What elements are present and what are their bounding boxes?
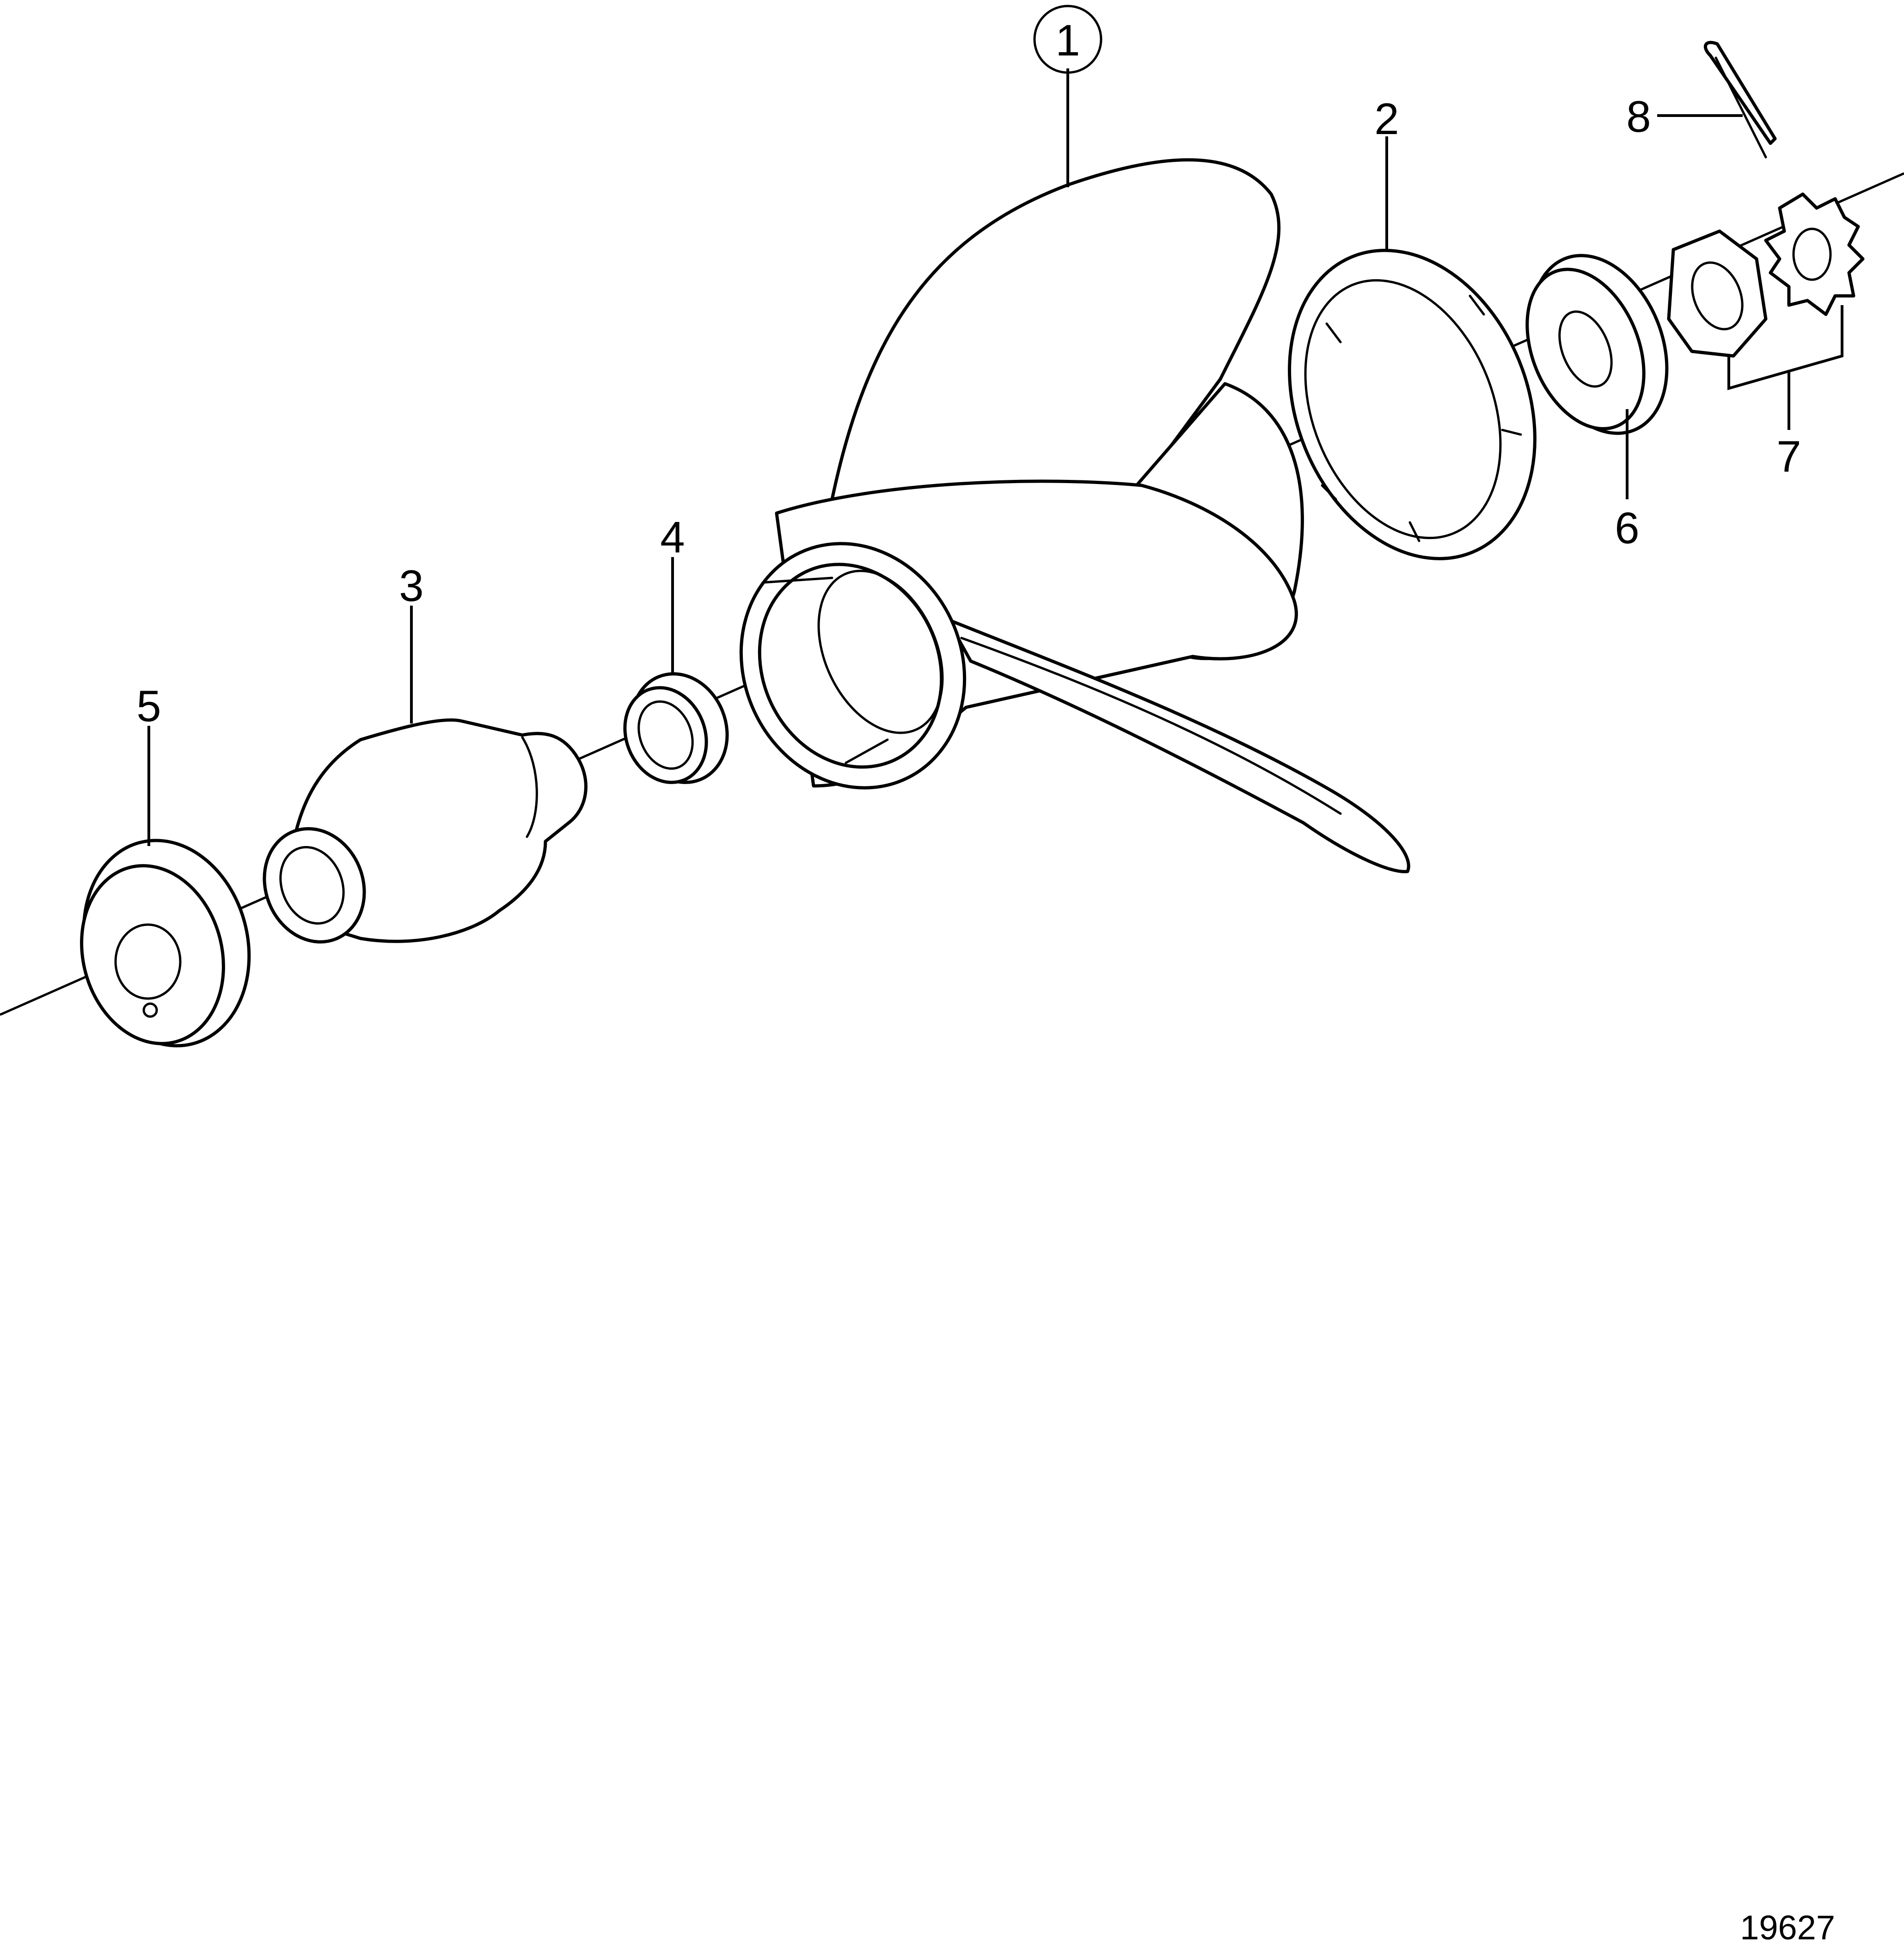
figure-reference-number: 19627 bbox=[1740, 1908, 1835, 1947]
part-bushing bbox=[623, 672, 729, 784]
propeller-hub-rib-upper bbox=[761, 576, 833, 584]
thrust-ring-notches bbox=[1321, 294, 1522, 542]
end-cap-hole bbox=[142, 1002, 158, 1018]
callout-8: 8 bbox=[1626, 92, 1651, 141]
washer-face bbox=[1525, 268, 1646, 430]
propeller-lower-blade-edge bbox=[960, 637, 1342, 815]
propeller-hub-rib-lower bbox=[845, 738, 889, 764]
nut-lock-center bbox=[1792, 227, 1832, 281]
nut-lock-star bbox=[1764, 192, 1865, 316]
callout-7: 7 bbox=[1776, 432, 1801, 481]
part-hub-sleeve bbox=[263, 718, 588, 944]
part-washer bbox=[1525, 254, 1669, 435]
propeller-lower-blade bbox=[946, 618, 1410, 873]
callout-6: 6 bbox=[1615, 503, 1639, 553]
cotter-pin-leg bbox=[1714, 56, 1767, 159]
propeller-hub-bore bbox=[817, 570, 944, 734]
end-cap-face bbox=[80, 864, 225, 1045]
washer-bore bbox=[1558, 310, 1613, 388]
callout-2: 2 bbox=[1374, 94, 1399, 144]
propeller-nut-thread bbox=[1691, 261, 1744, 331]
bushing-face bbox=[623, 686, 708, 784]
hub-sleeve-bore bbox=[279, 846, 345, 925]
bushing-bore bbox=[637, 700, 694, 770]
nut-lock-bracket bbox=[1727, 305, 1843, 430]
part-propeller bbox=[739, 158, 1410, 873]
callout-1: 1 bbox=[1055, 16, 1080, 65]
cotter-pin bbox=[1703, 41, 1777, 145]
callout-4: 4 bbox=[660, 513, 685, 562]
callout-3: 3 bbox=[399, 561, 423, 611]
end-cap-bore bbox=[114, 923, 182, 1000]
part-thrust-ring bbox=[1288, 249, 1537, 560]
part-end-cap bbox=[80, 839, 251, 1048]
thrust-ring-outer bbox=[1288, 249, 1537, 560]
propeller-nut bbox=[1667, 229, 1768, 358]
part-nut-and-lock bbox=[1667, 192, 1865, 430]
thrust-ring-inner bbox=[1304, 279, 1502, 540]
hub-sleeve-step bbox=[521, 736, 538, 838]
hub-sleeve-body bbox=[294, 718, 588, 943]
callout-5: 5 bbox=[136, 681, 161, 731]
part-cotter-pin bbox=[1703, 41, 1777, 159]
callout-1-circle bbox=[1033, 5, 1102, 74]
hub-sleeve-front bbox=[263, 827, 366, 944]
